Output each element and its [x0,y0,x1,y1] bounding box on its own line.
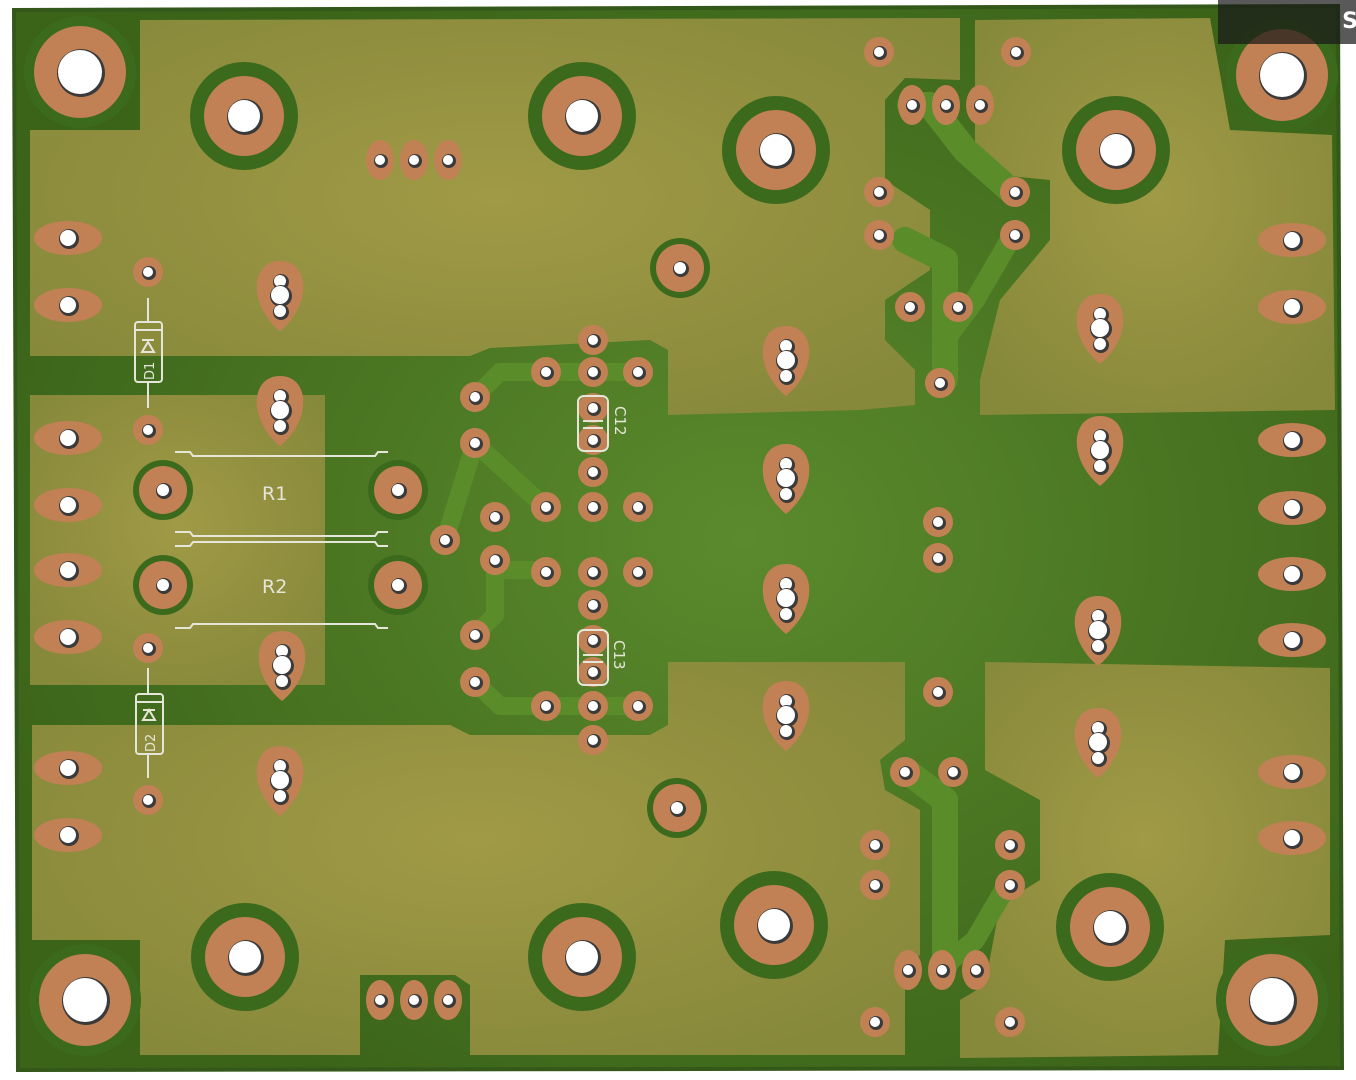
diode-d2[interactable]: D2 [135,668,164,778]
resistor-r1[interactable]: R1 [175,451,388,537]
r1-label: R1 [262,483,287,505]
resistor-r2[interactable]: R2 [175,541,388,629]
viewer-corner-button[interactable]: S [1218,0,1356,44]
tracks [436,92,1023,978]
c13-label: C13 [610,640,628,670]
diode-d1[interactable]: D1 [134,298,163,408]
r2-label: R2 [262,576,287,598]
corner-button-label: S [1342,9,1356,34]
capacitor-c12[interactable]: C12 [577,395,629,452]
d1-label: D1 [143,362,158,380]
c12-label: C12 [611,406,629,436]
pads-layer [24,16,1338,1056]
d2-label: D2 [144,734,159,752]
capacitor-c13[interactable]: C13 [577,629,628,686]
